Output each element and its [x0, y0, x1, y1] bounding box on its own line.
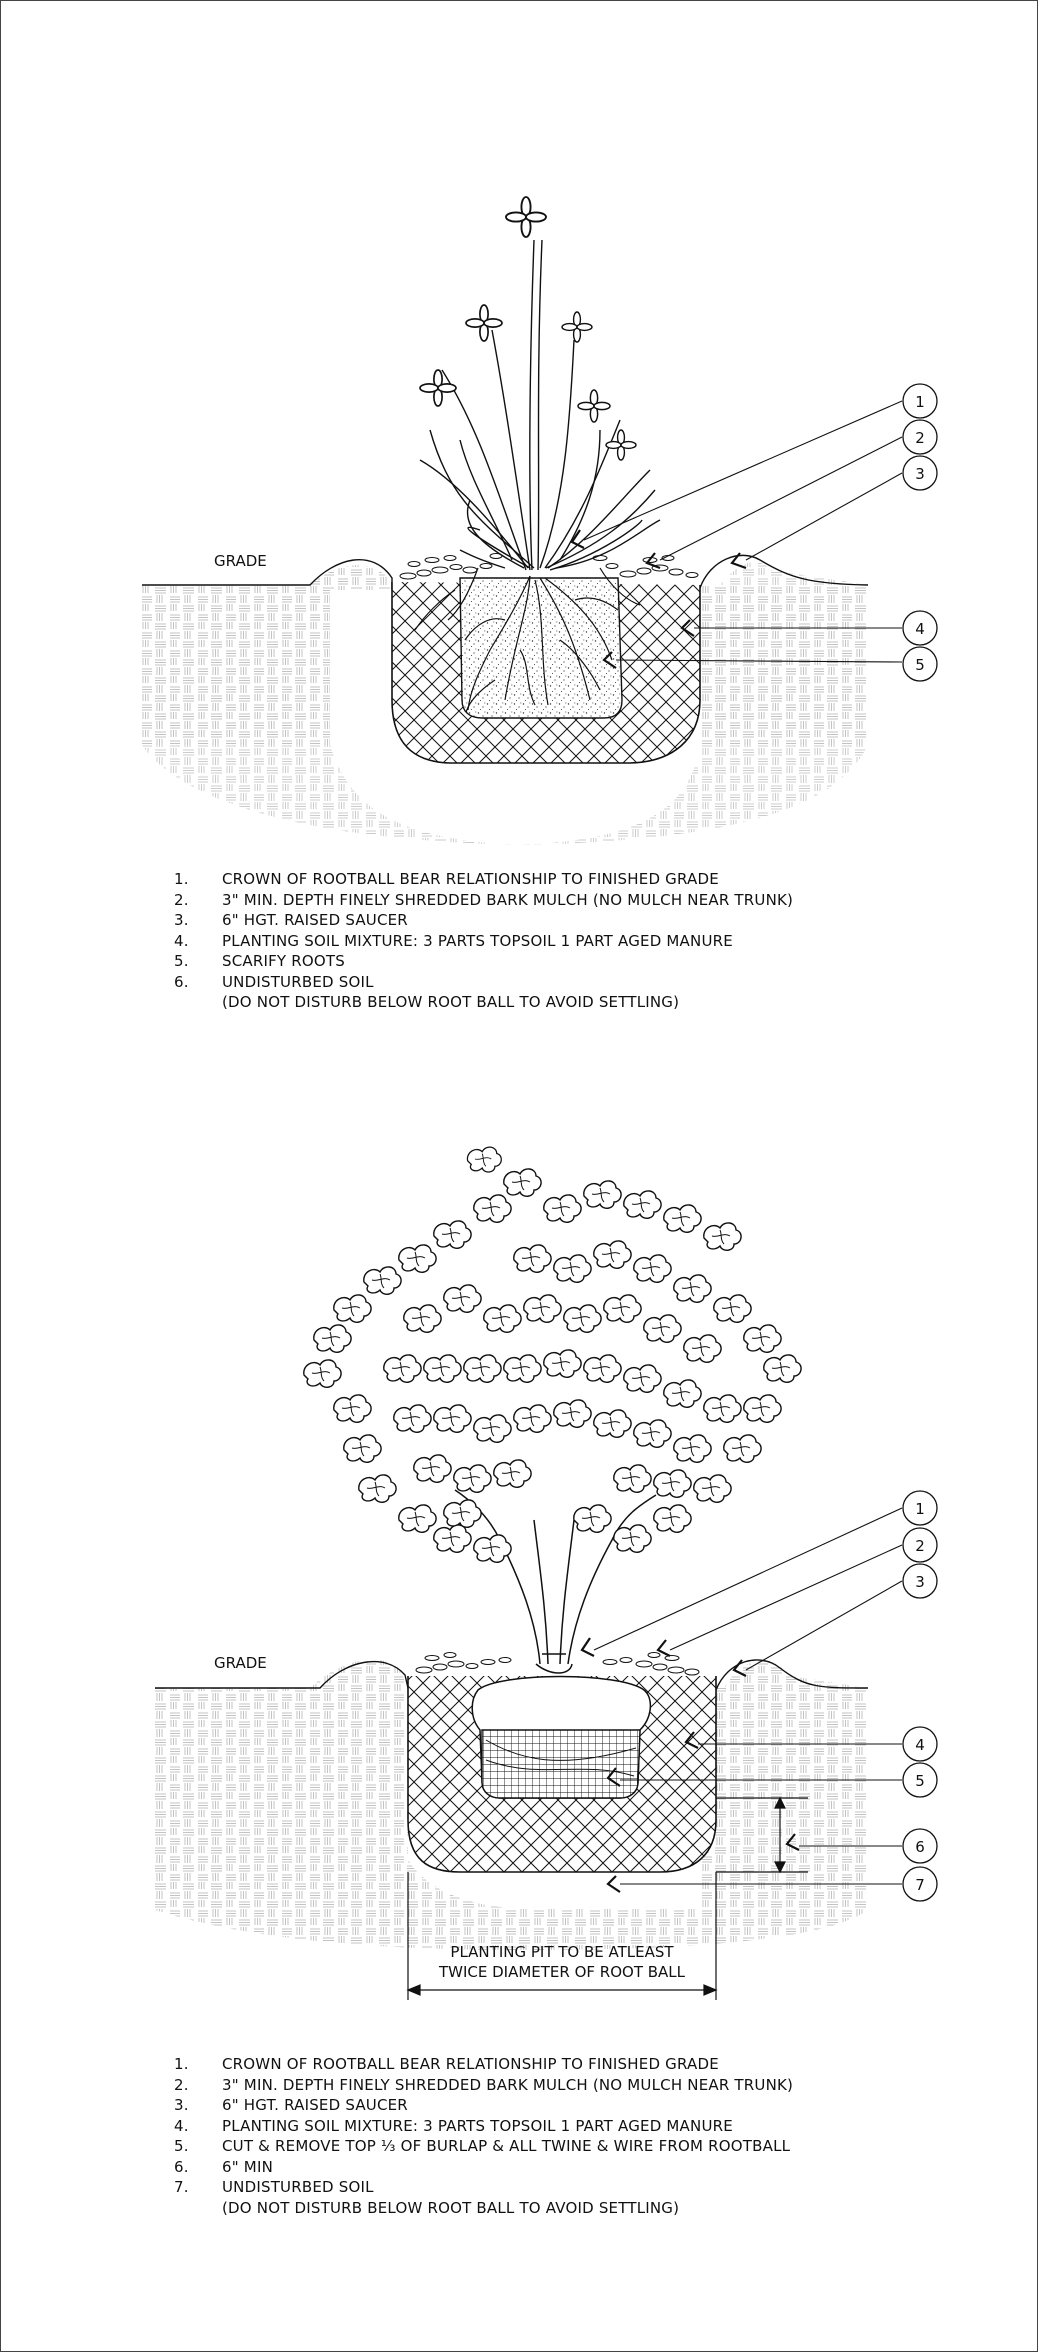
note-row: 2. 3" MIN. DEPTH FINELY SHREDDED BARK MUL… [174, 890, 793, 911]
note-row: 5. CUT & REMOVE TOP ⅓ OF BURLAP & ALL TWI… [174, 2136, 793, 2157]
note-number: 3. [174, 911, 189, 929]
callout-5-label: 5 [915, 1772, 925, 1790]
note-number: 4. [174, 931, 189, 950]
note-text: PLANTING SOIL MIXTURE: 3 PARTS TOPSOIL 1… [222, 931, 733, 950]
note-continuation: (DO NOT DISTURB BELOW ROOT BALL TO AVOID… [222, 993, 680, 1011]
note-row: 1. CROWN OF ROOTBALL BEAR RELATIONSHIP TO… [174, 869, 793, 890]
note-text: 6" HGT. RAISED SAUCER [222, 911, 408, 929]
note-text: CROWN OF ROOTBALL BEAR RELATIONSHIP TO F… [222, 2055, 719, 2073]
note-text: 3" MIN. DEPTH FINELY SHREDDED BARK MULCH… [222, 2075, 794, 2094]
note-row: 3. 6" HGT. RAISED SAUCER [174, 910, 793, 931]
grade-line [142, 559, 393, 590]
callout-5-label: 5 [915, 656, 925, 674]
note-text: CUT & REMOVE TOP ⅓ OF BURLAP & ALL TWINE… [222, 2137, 791, 2155]
callout-2-label: 2 [915, 1537, 925, 1555]
note-text: PLANTING SOIL MIXTURE: 3 PARTS TOPSOIL 1… [222, 2116, 733, 2135]
six-inch-min-dimension [716, 1796, 808, 1874]
note-row: 2. 3" MIN. DEPTH FINELY SHREDDED BARK MUL… [174, 2075, 793, 2096]
note-row: 4. PLANTING SOIL MIXTURE: 3 PARTS TOPSOIL… [174, 2116, 793, 2137]
perennial-plant [419, 239, 661, 571]
note-row: 1. CROWN OF ROOTBALL BEAR RELATIONSHIP TO… [174, 2054, 793, 2075]
callout-arrows [580, 1637, 800, 1893]
note-number: 1. [174, 870, 189, 888]
note-text: UNDISTURBED SOIL [222, 2178, 374, 2196]
callout-4-label: 4 [915, 620, 925, 638]
note-number: 5. [174, 2137, 189, 2155]
undisturbed-soil-hatch [155, 1659, 868, 1950]
burlap-wrap [481, 1729, 641, 1799]
callout-arrows [570, 529, 747, 669]
detail-2-notes: 1. CROWN OF ROOTBALL BEAR RELATIONSHIP TO… [174, 2054, 793, 2218]
pit-width-dimension [406, 1872, 718, 2000]
note-number: 1. [174, 2055, 189, 2073]
bark-mulch [415, 1652, 700, 1676]
callout-7-label: 7 [915, 1876, 925, 1894]
note-text: UNDISTURBED SOIL [222, 972, 374, 991]
note-text: 6" MIN [222, 2157, 273, 2176]
note-row: 6. UNDISTURBED SOIL [174, 972, 793, 993]
note-row: 3. 6" HGT. RAISED SAUCER [174, 2095, 793, 2116]
note-continuation: (DO NOT DISTURB BELOW ROOT BALL TO AVOID… [222, 2198, 680, 2217]
callout-6-label: 6 [915, 1838, 925, 1856]
callout-1-label: 1 [915, 1500, 925, 1518]
grade-line [155, 1660, 409, 1689]
note-row: 4. PLANTING SOIL MIXTURE: 3 PARTS TOPSOIL… [174, 931, 793, 952]
note-row: 5. SCARIFY ROOTS [174, 951, 793, 972]
note-number: 5. [174, 952, 189, 970]
note-number: 2. [174, 890, 189, 909]
callout-2-label: 2 [915, 429, 925, 447]
undisturbed-soil-hatch [142, 565, 392, 745]
note-text: 6" HGT. RAISED SAUCER [222, 2096, 408, 2114]
note-text: SCARIFY ROOTS [222, 952, 345, 970]
note-row: 7. UNDISTURBED SOIL [174, 2177, 793, 2198]
note-row: 6. 6" MIN [174, 2157, 793, 2178]
note-number: 3. [174, 2096, 189, 2114]
callout-1-label: 1 [915, 393, 925, 411]
grade-label-2: GRADE [214, 1654, 267, 1672]
note-number: 6. [174, 2157, 189, 2176]
note-number: 7. [174, 2178, 189, 2196]
note-number: 2. [174, 2075, 189, 2094]
detail-2-shrub-planting [155, 1146, 903, 2000]
note-text: CROWN OF ROOTBALL BEAR RELATIONSHIP TO F… [222, 870, 719, 888]
bark-mulch [399, 553, 699, 580]
dimension-label-line-2: TWICE DIAMETER OF ROOT BALL [438, 1963, 686, 1981]
callout-3-label: 3 [915, 1573, 925, 1591]
callout-4-label: 4 [915, 1736, 925, 1754]
detail-1-notes: 1. CROWN OF ROOTBALL BEAR RELATIONSHIP TO… [174, 869, 793, 1013]
detail-1-callout-circles [902, 383, 938, 682]
grade-label-1: GRADE [214, 552, 267, 570]
dimension-label-line-1: PLANTING PIT TO BE ATLEAST [450, 1943, 674, 1961]
callout-3-label: 3 [915, 465, 925, 483]
detail-1-perennial-planting [142, 196, 903, 845]
note-text: 3" MIN. DEPTH FINELY SHREDDED BARK MULCH… [222, 890, 794, 909]
roots [414, 567, 641, 713]
note-number: 6. [174, 972, 189, 991]
leader-lines [583, 400, 903, 663]
root-ball [459, 577, 623, 719]
note-number: 4. [174, 2116, 189, 2135]
leader-lines [593, 1507, 903, 1885]
detail-2-callout-circles [902, 1490, 938, 1902]
